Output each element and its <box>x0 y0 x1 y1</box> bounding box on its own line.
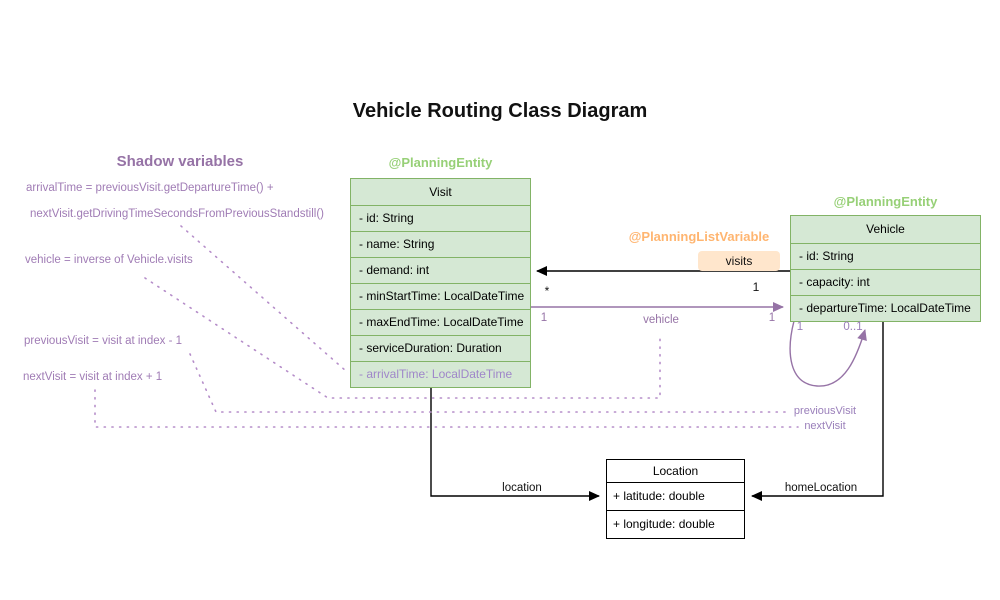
visit-field-arrivaltime: - arrivalTime: LocalDateTime <box>351 361 530 387</box>
visit-field-maxendtime: - maxEndTime: LocalDateTime <box>351 309 530 335</box>
shadow-note-arrivaltime-1: arrivalTime = previousVisit.getDeparture… <box>26 182 274 194</box>
diagram-title: Vehicle Routing Class Diagram <box>352 100 648 122</box>
vehicle-class-name: Vehicle <box>866 222 905 236</box>
shadow-note-vehicle: vehicle = inverse of Vehicle.visits <box>25 254 193 266</box>
vehicle-planning-entity-annotation: @PlanningEntity <box>833 194 938 209</box>
vehicle-field-departuretime: - departureTime: LocalDateTime <box>791 295 980 321</box>
location-class-box: Location + latitude: double + longitude:… <box>606 459 745 539</box>
shadow-link-arrivaltime <box>180 225 347 372</box>
homelocation-relation-label: homeLocation <box>784 482 858 494</box>
location-field-longitude: + longitude: double <box>607 510 744 538</box>
visit-field-minstarttime: - minStartTime: LocalDateTime <box>351 283 530 309</box>
shadow-note-previousvisit: previousVisit = visit at index - 1 <box>24 335 182 347</box>
shadow-note-arrivaltime-2: nextVisit.getDrivingTimeSecondsFromPrevi… <box>30 208 324 220</box>
vehicle-multiplicity-visit-end: 1 <box>540 312 548 324</box>
vehicle-multiplicity-vehicle-end: 1 <box>768 312 776 324</box>
shadow-note-nextvisit: nextVisit = visit at index + 1 <box>23 371 163 383</box>
vehicle-class-box: Vehicle - id: String - capacity: int - d… <box>790 215 981 322</box>
location-field-latitude: + latitude: double <box>607 482 744 510</box>
location-arrow <box>430 386 600 501</box>
nextvisit-relation-label: nextVisit <box>804 420 846 432</box>
visit-field-demand: - demand: int <box>351 257 530 283</box>
visit-class-name: Visit <box>429 185 452 199</box>
visit-field-id: - id: String <box>351 205 530 231</box>
visit-class-box: Visit - id: String - name: String - dema… <box>350 178 531 388</box>
previousvisit-relation-label: previousVisit <box>793 405 857 417</box>
visits-multiplicity-visit-end: * <box>544 284 550 298</box>
visits-multiplicity-vehicle-end: 1 <box>752 280 760 294</box>
visit-planning-entity-annotation: @PlanningEntity <box>388 155 493 170</box>
vehicle-relation-label: vehicle <box>643 314 679 326</box>
visits-relation-label: visits <box>698 251 780 271</box>
shadow-variables-heading: Shadow variables <box>116 153 244 170</box>
location-class-name: Location <box>652 464 699 478</box>
planning-list-variable-annotation: @PlanningListVariable <box>628 229 770 244</box>
visit-field-name: - name: String <box>351 231 530 257</box>
self-loop-multiplicity-right: 0..1 <box>843 321 863 333</box>
shadow-link-nextvisit <box>94 389 799 428</box>
vehicle-field-id: - id: String <box>791 243 980 269</box>
location-relation-label: location <box>502 482 542 494</box>
visit-field-serviceduration: - serviceDuration: Duration <box>351 335 530 361</box>
vehicle-field-capacity: - capacity: int <box>791 269 980 295</box>
self-loop-multiplicity-left: 1 <box>796 321 804 333</box>
